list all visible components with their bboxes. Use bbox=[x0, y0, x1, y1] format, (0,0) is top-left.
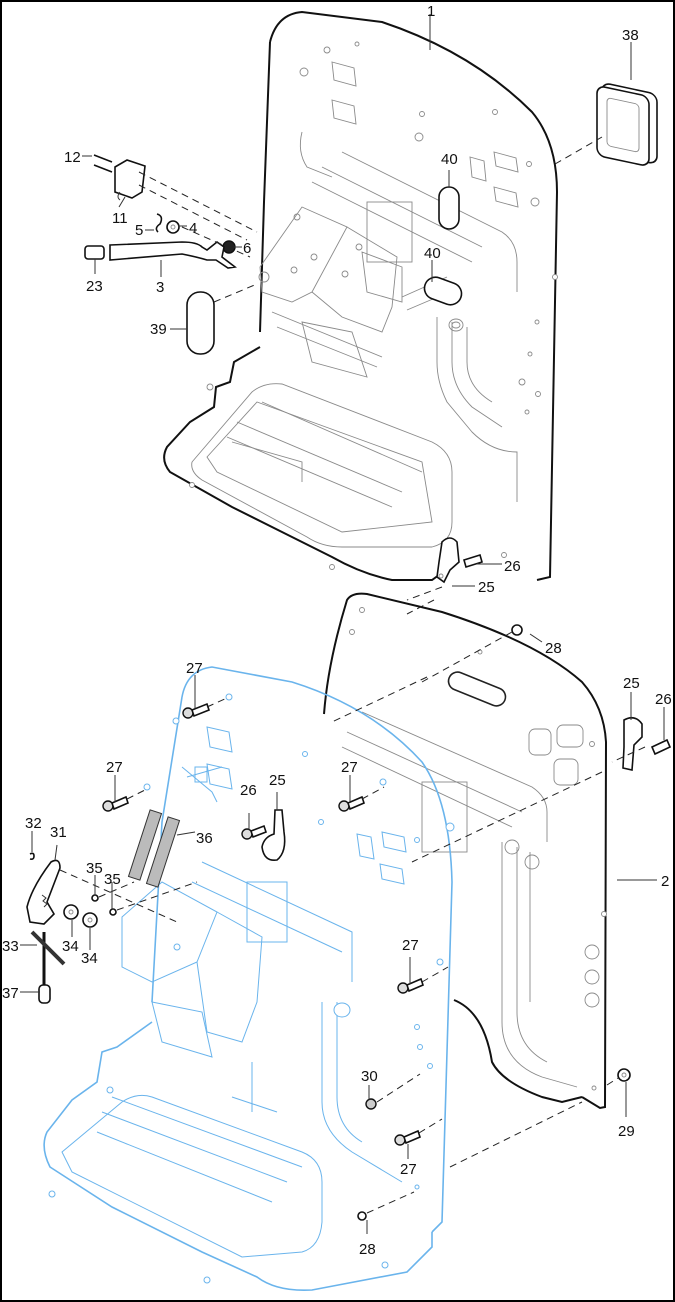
callout-27-b: 27 bbox=[106, 759, 123, 776]
oval-plug-icon bbox=[423, 276, 463, 306]
assembly-lines-lower bbox=[59, 599, 646, 1214]
bolt-icon bbox=[102, 795, 129, 812]
callout-34-b: 34 bbox=[81, 950, 98, 967]
callout-39: 39 bbox=[150, 321, 167, 338]
callout-leaders bbox=[20, 14, 665, 1234]
callout-27-e: 27 bbox=[400, 1161, 417, 1178]
bolt-icon bbox=[650, 738, 672, 756]
callout-2: 2 bbox=[661, 873, 669, 890]
bolt-icon bbox=[397, 977, 424, 994]
lower-seat-panel-highlighted bbox=[43, 666, 455, 1292]
bolt-icon bbox=[241, 824, 268, 840]
callout-27-d: 27 bbox=[402, 937, 419, 954]
callout-34-a: 34 bbox=[62, 938, 79, 955]
callout-35-b: 35 bbox=[104, 871, 121, 888]
bolt-icon bbox=[463, 553, 483, 569]
callout-28-top: 28 bbox=[545, 640, 562, 657]
callout-32: 32 bbox=[25, 815, 42, 832]
callout-30: 30 bbox=[361, 1068, 378, 1085]
callout-3: 3 bbox=[156, 279, 164, 296]
callout-25: 25 bbox=[478, 579, 495, 596]
lower-small-parts bbox=[26, 702, 424, 1221]
grommet-icon bbox=[596, 83, 658, 166]
callout-28-bottom: 28 bbox=[359, 1241, 376, 1258]
callout-12: 12 bbox=[64, 149, 81, 166]
callout-23: 23 bbox=[86, 278, 103, 295]
callout-29: 29 bbox=[618, 1123, 635, 1140]
callout-25-mid: 25 bbox=[269, 772, 286, 789]
callout-labels: 1 38 12 11 5 4 6 3 23 39 40 40 26 25 2 2… bbox=[2, 3, 672, 1258]
callout-5: 5 bbox=[135, 222, 143, 239]
upper-seat-panel bbox=[163, 10, 559, 584]
callout-4: 4 bbox=[189, 220, 197, 237]
callout-6: 6 bbox=[243, 240, 251, 257]
callout-35-a: 35 bbox=[86, 860, 103, 877]
bolt-icon bbox=[338, 795, 365, 812]
clip-bracket-icon bbox=[261, 809, 286, 862]
latch-block-icon bbox=[114, 159, 146, 199]
callout-1: 1 bbox=[427, 3, 435, 20]
upper-small-parts bbox=[84, 83, 658, 355]
oval-plug-icon bbox=[186, 291, 215, 355]
clip-bracket-icon bbox=[436, 537, 460, 584]
lever-handle-icon bbox=[109, 240, 237, 269]
oval-plug-icon bbox=[438, 186, 460, 230]
callout-40-upper: 40 bbox=[441, 151, 458, 168]
callout-26-right: 26 bbox=[655, 691, 672, 708]
callout-27-c: 27 bbox=[341, 759, 358, 776]
spring-icon bbox=[127, 809, 181, 888]
callout-40-lower: 40 bbox=[424, 245, 441, 262]
callout-27-a: 27 bbox=[186, 660, 203, 677]
callout-38: 38 bbox=[622, 27, 639, 44]
bolt-icon bbox=[394, 1129, 421, 1146]
release-lever-icon bbox=[26, 859, 61, 925]
callout-33: 33 bbox=[2, 938, 19, 955]
lower-back-panel bbox=[323, 592, 672, 1110]
assembly-lines-upper bbox=[138, 136, 603, 601]
callout-31: 31 bbox=[50, 824, 67, 841]
callout-26: 26 bbox=[504, 558, 521, 575]
bolt-icon bbox=[182, 702, 210, 719]
callout-26-mid: 26 bbox=[240, 782, 257, 799]
clip-bracket-icon bbox=[622, 716, 643, 771]
callout-11: 11 bbox=[112, 210, 128, 227]
callout-36: 36 bbox=[196, 830, 213, 847]
callout-37: 37 bbox=[2, 985, 19, 1002]
callout-25-right: 25 bbox=[623, 675, 640, 692]
